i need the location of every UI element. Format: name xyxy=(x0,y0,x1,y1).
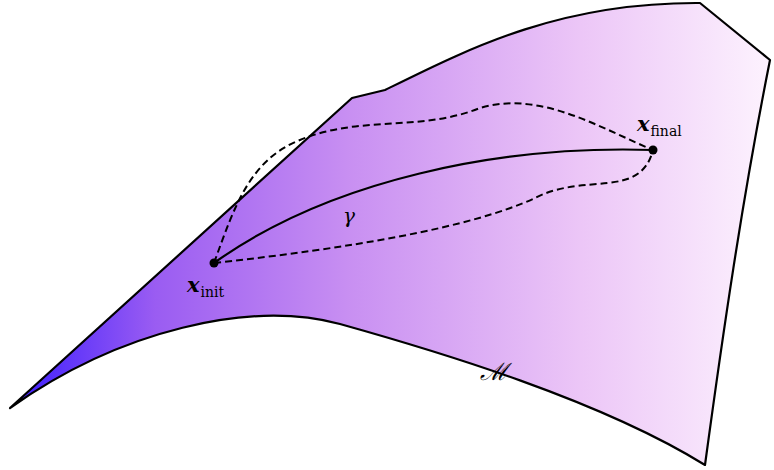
init-point xyxy=(210,259,219,268)
math-symbol: x xyxy=(637,111,650,136)
final-point xyxy=(649,146,658,155)
curve-label: γ xyxy=(343,206,355,226)
point-label: xfinal xyxy=(637,113,682,134)
dashed-path-lower xyxy=(214,150,653,263)
subscript-text: final xyxy=(651,123,682,139)
math-symbol: γ xyxy=(343,204,355,228)
geodesic-curve xyxy=(214,150,653,263)
manifold-surface xyxy=(10,3,770,465)
subscript-text: init xyxy=(201,284,225,300)
math-symbol: x xyxy=(187,272,200,297)
math-symbol: ℳ xyxy=(480,358,508,386)
point-label: xinit xyxy=(187,274,224,295)
manifold-label: ℳ xyxy=(480,360,508,384)
dashed-path-upper xyxy=(214,103,653,263)
